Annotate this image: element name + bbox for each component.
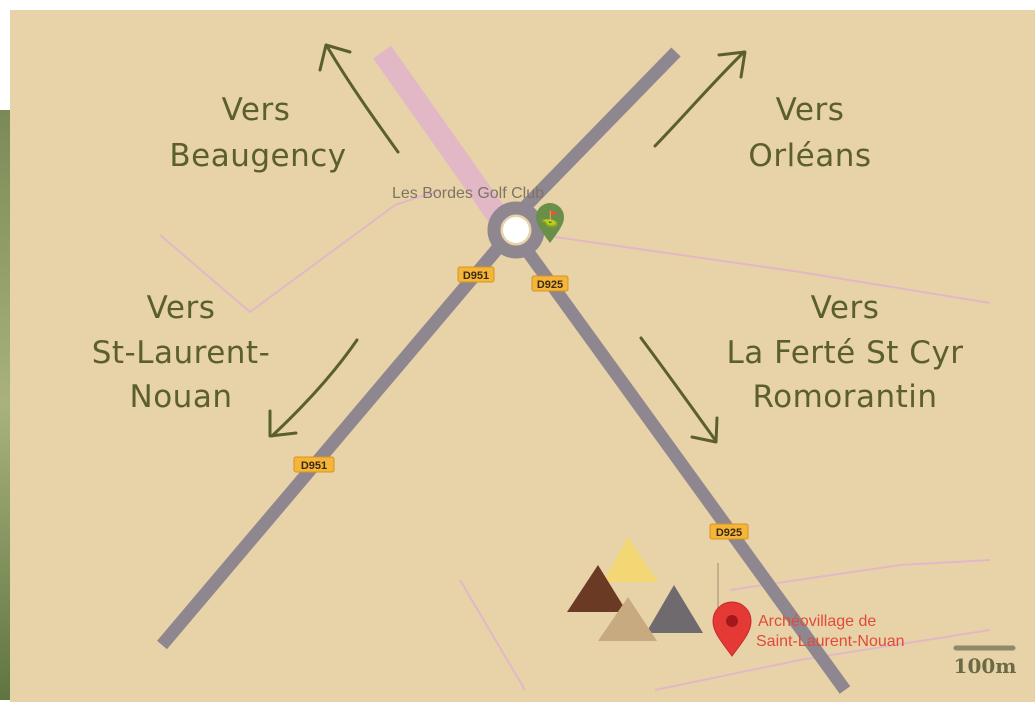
golf-pin-icon: ⛳: [536, 203, 564, 243]
minor-roads: [159, 189, 991, 691]
minor-road: [459, 579, 526, 691]
direction-label-la-ferte: Vers La Ferté St Cyr Romorantin: [726, 290, 963, 415]
road-label: D951: [301, 460, 327, 472]
direction-prefix: Vers: [811, 290, 880, 326]
arrow-la-ferte-head: [690, 416, 719, 444]
minor-road: [729, 559, 991, 591]
road-badge: D925: [531, 275, 569, 292]
tents-logo-icon: [567, 537, 703, 641]
archeovillage-label: Archéovillage de: [758, 613, 876, 630]
arrow-beaugency-head: [318, 43, 352, 72]
direction-destination: Orléans: [748, 138, 871, 174]
direction-arrows: [268, 43, 747, 444]
scale-label: 100m: [954, 654, 1017, 678]
direction-destination: La Ferté St Cyr: [726, 335, 963, 371]
archeovillage-poi[interactable]: Archéovillage de Saint-Laurent-Nouan: [712, 563, 905, 657]
minor-road-beaugency: [373, 45, 511, 229]
archeovillage-label: Saint-Laurent-Nouan: [756, 633, 905, 650]
golf-club-label: Les Bordes Golf Club: [392, 185, 544, 202]
scale-bar: 100m: [953, 645, 1017, 678]
minor-road: [554, 236, 991, 304]
road-badge: D951: [293, 456, 335, 473]
map-pin-icon: [712, 601, 752, 657]
direction-destination: St-Laurent-: [92, 335, 271, 371]
roundabout-center: [503, 217, 529, 243]
road-label: D951: [463, 270, 489, 282]
road-d951-south: [157, 243, 503, 650]
road-label: D925: [537, 279, 563, 291]
direction-label-beaugency: Vers Beaugency: [169, 92, 346, 174]
direction-prefix: Vers: [147, 290, 216, 326]
road-badge: D925: [709, 523, 749, 540]
direction-prefix: Vers: [776, 92, 845, 128]
road-d951-north: [515, 47, 681, 217]
road-d925: [522, 248, 851, 694]
road-label: D925: [716, 527, 742, 539]
direction-destination: Beaugency: [169, 138, 346, 174]
arrow-orleans-head: [717, 50, 747, 79]
minor-road: [159, 189, 441, 314]
svg-text:⛳: ⛳: [541, 210, 560, 228]
direction-destination: Romorantin: [752, 379, 937, 415]
direction-label-st-laurent: Vers St-Laurent- Nouan: [92, 290, 271, 415]
roundabout: [487, 201, 545, 259]
direction-label-orleans: Vers Orléans: [748, 92, 871, 174]
arrow-la-ferte-icon: [639, 336, 718, 443]
road-badge: D951: [457, 266, 495, 283]
arrow-st-laurent-icon: [270, 338, 359, 438]
main-roads: [157, 47, 851, 694]
minor-road: [654, 629, 991, 691]
arrow-st-laurent-head: [268, 409, 298, 438]
golf-club-poi[interactable]: Les Bordes Golf Club ⛳: [392, 185, 564, 243]
direction-prefix: Vers: [222, 92, 291, 128]
direction-destination: Nouan: [130, 379, 233, 415]
arrow-orleans-icon: [653, 50, 746, 148]
arrow-beaugency-icon: [326, 46, 400, 154]
map-background: [10, 10, 1035, 702]
